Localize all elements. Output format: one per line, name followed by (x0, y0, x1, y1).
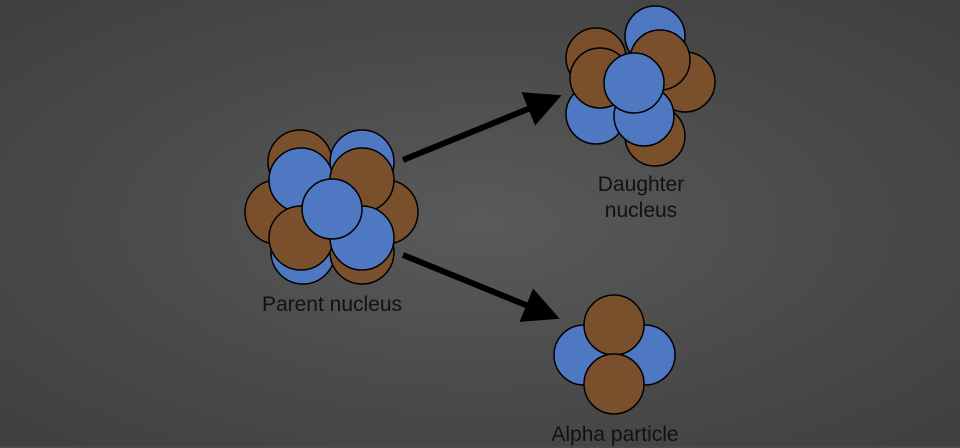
arrow-to-alpha (401, 252, 560, 322)
daughter-nucleus (565, 5, 716, 167)
daughter-nucleus-label: Daughter nucleus (597, 173, 685, 222)
proton (301, 178, 363, 240)
alpha-particle (553, 294, 676, 415)
parent-nucleus-label: Parent nucleus (261, 293, 403, 316)
neutron (583, 353, 645, 415)
parent-nucleus (244, 129, 419, 285)
proton (603, 52, 665, 114)
neutron (583, 294, 645, 356)
arrow-to-daughter (401, 92, 562, 163)
alpha-particle-label: Alpha particle (551, 423, 679, 446)
